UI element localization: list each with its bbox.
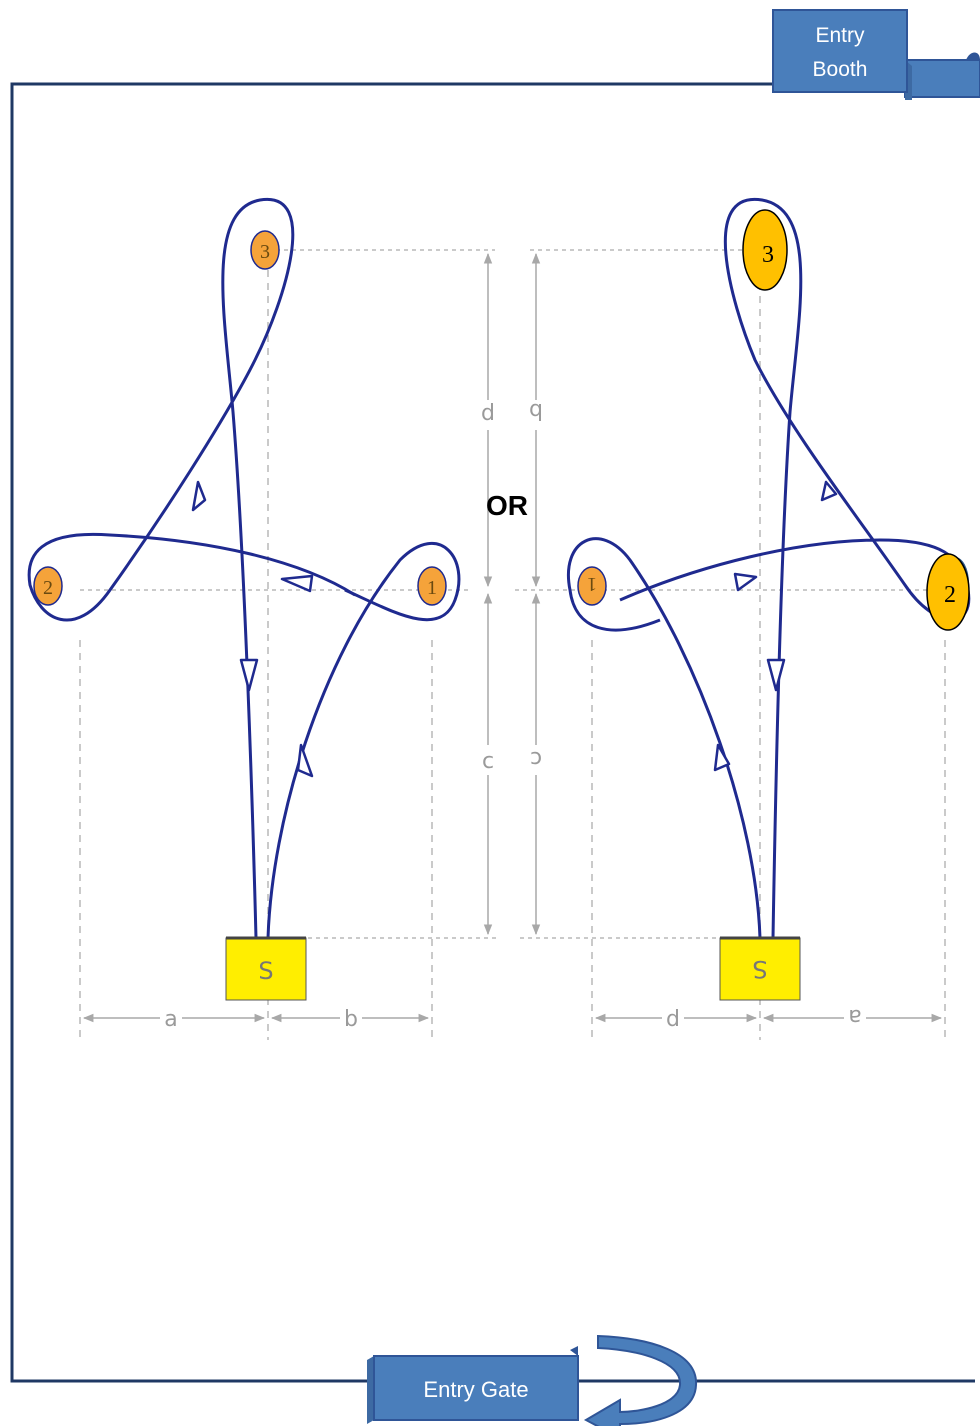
- right-dim-label-c: c: [530, 746, 542, 771]
- right-barrel-2: 2: [926, 553, 970, 631]
- right-barrel-1-label: 1: [587, 573, 597, 595]
- right-arrow-right: [733, 572, 758, 592]
- left-direction-arrows: [191, 480, 314, 778]
- right-arrow-up-right: [820, 480, 838, 502]
- right-start-label: S: [752, 955, 767, 983]
- entry-gate-label: Entry Gate: [423, 1377, 528, 1402]
- entry-gate-u-turn-arrow-icon: [583, 1334, 698, 1426]
- left-barrel-3: 3: [250, 230, 280, 270]
- left-start-box: S: [225, 936, 307, 1001]
- right-barrel-3-label: 3: [762, 242, 774, 268]
- left-barrel-2: 2: [33, 566, 63, 606]
- right-guide-lines: [515, 249, 946, 1040]
- right-arrow-up-left: [713, 743, 731, 772]
- left-arrow-up-right: [296, 743, 314, 778]
- or-label: OR: [486, 490, 528, 521]
- entry-booth-sign: Entry Booth: [772, 9, 980, 100]
- left-barrel-2-label: 2: [43, 577, 53, 599]
- right-dim-label-a: a: [848, 1004, 861, 1029]
- left-barrel-1-label: 1: [427, 577, 437, 599]
- right-dim-label-d: d: [666, 1007, 680, 1032]
- left-guide-lines: [79, 249, 500, 1040]
- right-dimension-arrows: [531, 252, 943, 1023]
- left-arrow-left: [280, 574, 314, 593]
- right-barrel-1: 1: [577, 566, 607, 606]
- right-direction-arrows: [713, 480, 838, 772]
- entry-gate-sign: Entry Gate: [367, 1346, 579, 1424]
- left-dimension-arrows: [82, 252, 493, 1023]
- left-start-label: S: [258, 957, 273, 985]
- right-barrel-3: 3: [742, 209, 788, 291]
- right-barrel-2-label: 2: [944, 582, 956, 608]
- left-arrow-down: [239, 658, 259, 692]
- entry-booth-label-line2: Booth: [813, 58, 868, 81]
- right-start-box: S: [719, 936, 801, 1001]
- left-dim-label-b: b: [344, 1007, 358, 1032]
- right-dim-label-b: b: [529, 398, 543, 423]
- right-pattern-path: [567, 197, 971, 939]
- left-pattern-path: [27, 197, 461, 939]
- left-barrel-3-label: 3: [260, 241, 270, 263]
- arena-boundary: [10, 82, 975, 1383]
- left-dim-label-d: d: [481, 401, 495, 426]
- left-arrow-up-left: [191, 480, 207, 512]
- left-dim-label-a: a: [164, 1007, 177, 1032]
- left-barrel-1: 1: [417, 566, 447, 606]
- left-dim-label-c: c: [482, 749, 494, 774]
- entry-booth-label-line1: Entry: [815, 24, 865, 47]
- right-arrow-down: [766, 658, 786, 692]
